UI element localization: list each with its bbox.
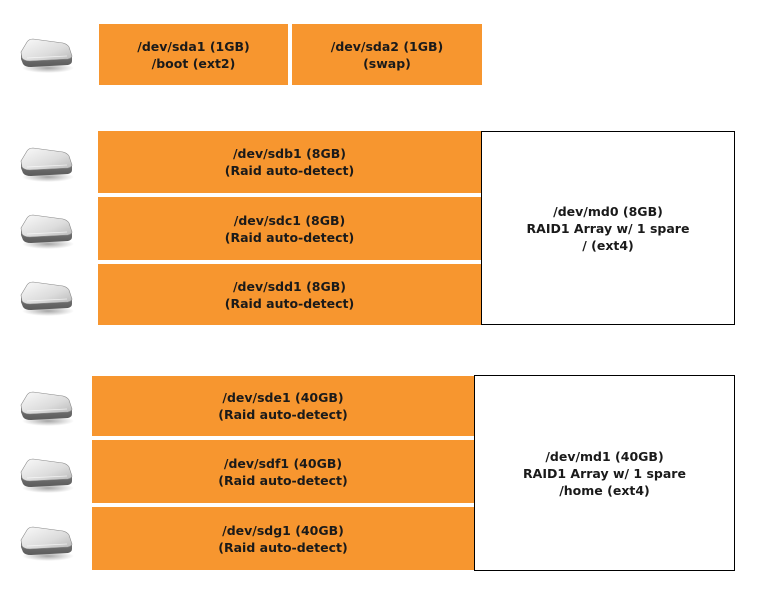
- partition-device-label: /dev/sda1 (1GB): [137, 38, 250, 54]
- hard-drive-icon: [17, 387, 75, 427]
- raid-array-md1[interactable]: /dev/md1 (40GB) RAID1 Array w/ 1 spare /…: [474, 375, 735, 571]
- partition-role-label: (Raid auto-detect): [218, 472, 348, 488]
- partition-sda2[interactable]: /dev/sda2 (1GB) (swap): [292, 24, 482, 85]
- partition-device-label: /dev/sdg1 (40GB): [222, 522, 344, 538]
- partition-device-label: /dev/sda2 (1GB): [330, 38, 444, 54]
- partition-role-label: (Raid auto-detect): [218, 407, 348, 422]
- partition-role-label: (Raid auto-detect): [224, 295, 355, 311]
- partition-sdc1[interactable]: /dev/sdc1 (8GB) (Raid auto-detect): [98, 197, 481, 260]
- array-type-label: RAID1 Array w/ 1 spare: [523, 465, 686, 481]
- hard-drive-icon: [17, 34, 75, 74]
- hard-drive-icon: [17, 454, 75, 494]
- array-device-label: /dev/md0 (8GB): [553, 203, 663, 219]
- raid-array-md0[interactable]: /dev/md0 (8GB) RAID1 Array w/ 1 spare / …: [481, 131, 735, 325]
- array-mount-label: /home (ext4): [559, 482, 650, 498]
- partition-role-label: (Raid auto-detect): [218, 539, 348, 555]
- partition-role-label: /boot (ext2): [151, 55, 236, 71]
- hard-drive-icon: [17, 210, 75, 250]
- hard-drive-icon: [17, 277, 75, 317]
- partition-sde1[interactable]: /dev/sde1 (40GB) (Raid auto-detect): [92, 376, 474, 436]
- partition-device-label: /dev/sdb1 (8GB): [232, 146, 346, 161]
- partition-device-label: /dev/sdf1 (40GB): [223, 455, 343, 471]
- partition-sdb1[interactable]: /dev/sdb1 (8GB) (Raid auto-detect): [98, 131, 481, 193]
- partition-device-label: /dev/sdd1 (8GB): [232, 278, 346, 294]
- partition-device-label: /dev/sdc1 (8GB): [233, 212, 346, 228]
- partition-sdf1[interactable]: /dev/sdf1 (40GB) (Raid auto-detect): [92, 440, 474, 503]
- partition-sda1[interactable]: /dev/sda1 (1GB) /boot (ext2): [99, 24, 288, 85]
- hard-drive-icon: [17, 143, 75, 183]
- array-type-label: RAID1 Array w/ 1 spare: [526, 220, 690, 236]
- partition-role-label: (Raid auto-detect): [224, 229, 355, 245]
- array-device-label: /dev/md1 (40GB): [545, 448, 664, 464]
- partition-sdd1[interactable]: /dev/sdd1 (8GB) (Raid auto-detect): [98, 264, 481, 325]
- partition-sdg1[interactable]: /dev/sdg1 (40GB) (Raid auto-detect): [92, 507, 474, 570]
- array-mount-label: / (ext4): [582, 237, 634, 253]
- partition-device-label: /dev/sde1 (40GB): [222, 390, 344, 405]
- partition-role-label: (swap): [363, 55, 411, 71]
- hard-drive-icon: [17, 522, 75, 562]
- partition-role-label: (Raid auto-detect): [224, 163, 355, 178]
